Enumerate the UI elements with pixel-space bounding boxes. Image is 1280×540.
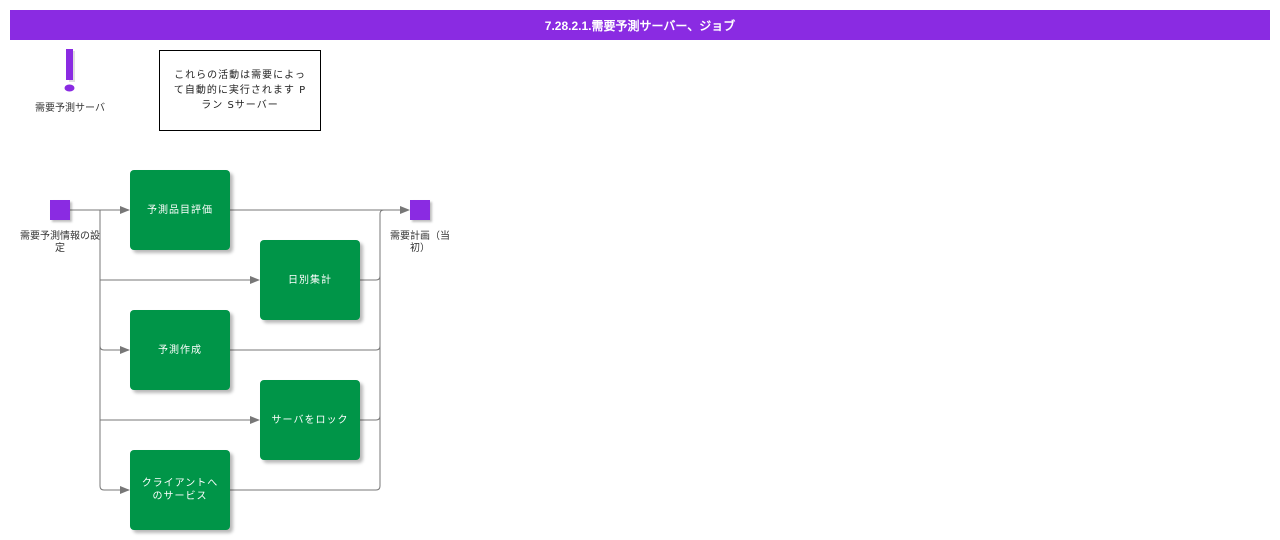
activity-label: 日別集計: [288, 274, 332, 286]
activity-label: 予測品目評価: [147, 204, 213, 216]
start-event-marker[interactable]: [50, 200, 70, 220]
activity-evaluate-items[interactable]: 予測品目評価: [130, 170, 230, 250]
legend-label: 需要予測サーバ: [35, 103, 105, 114]
activity-label: サーバをロック: [271, 414, 349, 426]
end-event-marker[interactable]: [410, 200, 430, 220]
activity-label: 予測作成: [158, 344, 202, 356]
annotation-text: これらの活動は需要によって自動的に実行されます Pラン Sサーバー: [173, 70, 307, 111]
end-event-label: 需要計画（当初）: [390, 231, 450, 254]
annotation-note: これらの活動は需要によって自動的に実行されます Pラン Sサーバー: [159, 50, 321, 131]
activity-daily-aggregate[interactable]: 日別集計: [260, 240, 360, 320]
exclamation-icon: [64, 49, 75, 92]
activity-serve-clients[interactable]: クライアントへのサービス: [130, 450, 230, 530]
activity-lock-server[interactable]: サーバをロック: [260, 380, 360, 460]
diagram-title-bar: 7.28.2.1.需要予測サーバー、ジョブ: [10, 10, 1270, 40]
diagram-title: 7.28.2.1.需要予測サーバー、ジョブ: [544, 18, 736, 33]
start-event-label: 需要予測情報の設定: [20, 231, 100, 254]
activity-create-forecast[interactable]: 予測作成: [130, 310, 230, 390]
activity-label: クライアントへのサービス: [141, 478, 219, 502]
